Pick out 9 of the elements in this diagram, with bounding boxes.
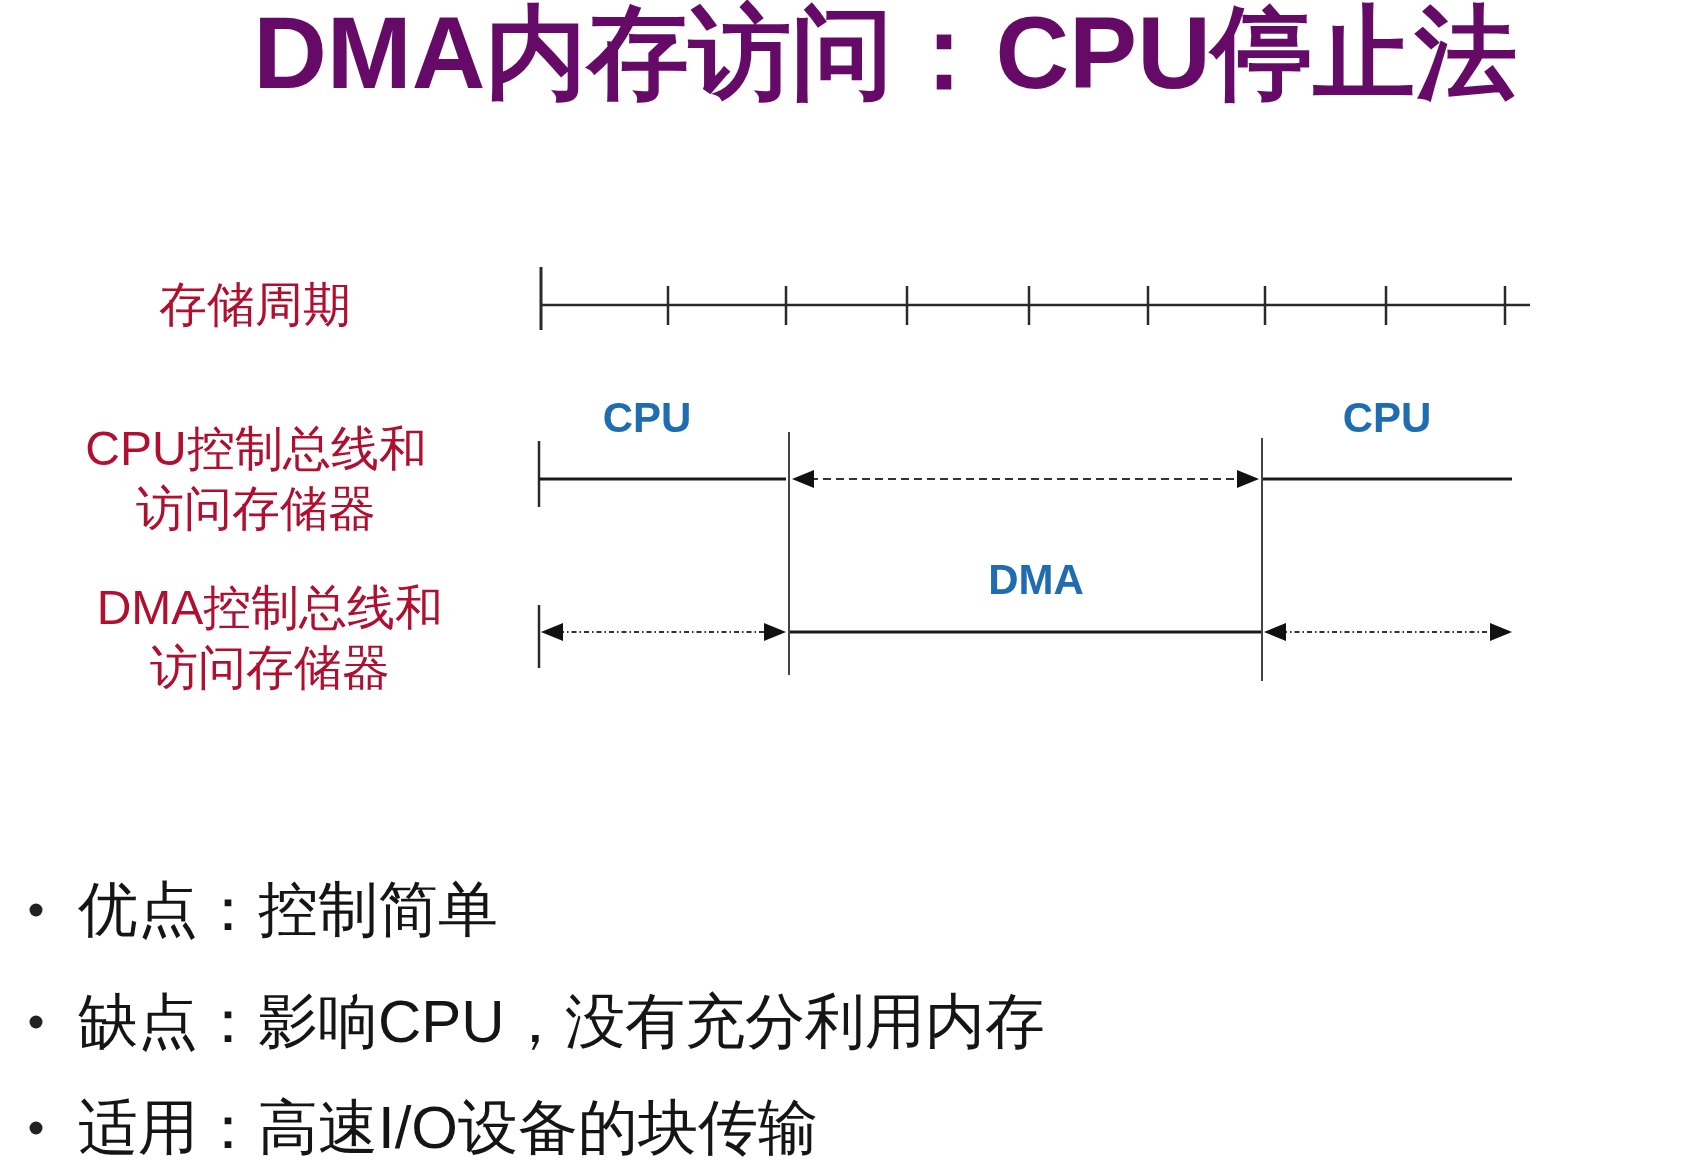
segment-label: CPU: [602, 397, 692, 439]
row-label: DMA控制总线和访问存储器: [95, 580, 445, 696]
segment-label: CPU: [1342, 397, 1432, 439]
segment-label: DMA: [988, 559, 1084, 601]
row-label: 存储周期: [159, 281, 351, 329]
list-item: 缺点：影响CPU，没有充分利用内存: [78, 992, 1045, 1052]
list-item: 优点：控制简单: [78, 880, 498, 940]
list-item: 适用：高速I/O设备的块传输: [78, 1098, 818, 1158]
row-label: CPU控制总线和访问存储器: [84, 421, 428, 537]
